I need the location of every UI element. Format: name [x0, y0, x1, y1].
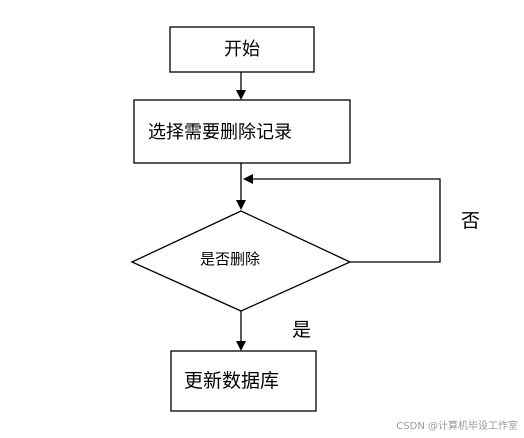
update-db-node — [170, 350, 317, 412]
edge-label-no: 否 — [461, 210, 480, 232]
start-node — [169, 26, 315, 73]
update-db-label: 更新数据库 — [184, 370, 279, 392]
arrow-no-loop — [243, 174, 441, 263]
select-record-label: 选择需要删除记录 — [148, 122, 292, 143]
start-node-label: 开始 — [224, 39, 260, 60]
select-record-node — [133, 99, 351, 164]
decision-label: 是否删除 — [200, 250, 260, 268]
edge-label-yes: 是 — [292, 319, 311, 341]
watermark-text: CSDN @计算机毕设工作室 — [396, 421, 518, 432]
